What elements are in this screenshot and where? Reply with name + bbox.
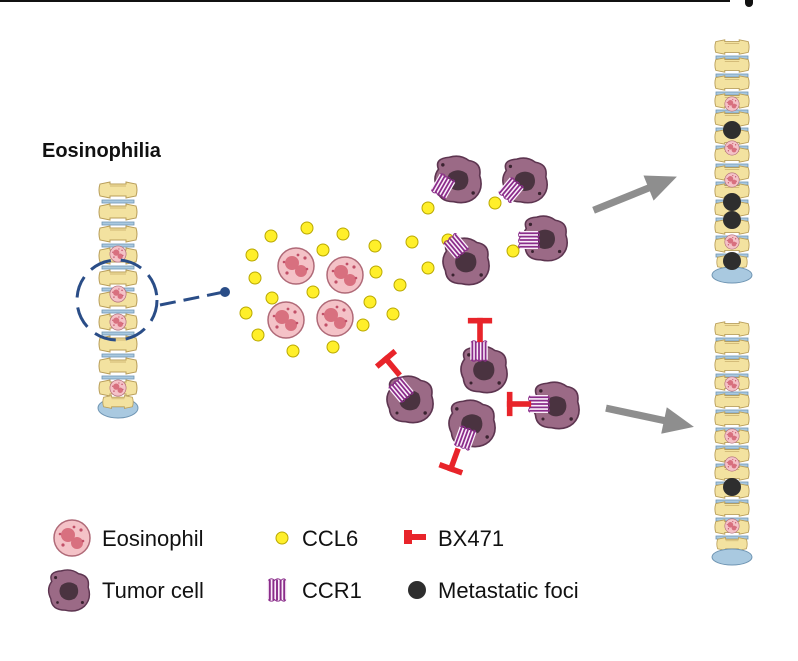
- legend-ccr1-icon: [267, 578, 287, 602]
- legend-label-ccl6: CCL6: [302, 526, 359, 551]
- legend-bx471-icon: [404, 530, 426, 544]
- legend-tumor-cell-icon: [47, 569, 91, 612]
- legend-ccl6-icon: [275, 531, 289, 545]
- legend-label-tumor-cell: Tumor cell: [102, 578, 204, 603]
- ccl6-cloud: [239, 196, 520, 358]
- legend: [47, 519, 426, 612]
- legend-label-eosinophil: Eosinophil: [102, 526, 204, 551]
- diagram-title: Eosinophilia: [42, 140, 161, 162]
- zoom-callout: [75, 258, 230, 342]
- top-border-line: [0, 0, 730, 2]
- upper-right-spine: [711, 39, 753, 284]
- migrating-tumor-cells: [429, 155, 569, 286]
- arrow-to-upper-spine: [588, 164, 682, 223]
- legend-label-metastatic-foci: Metastatic foci: [438, 578, 579, 603]
- legend-label-bx471: BX471: [438, 526, 505, 551]
- left-spine: [97, 181, 139, 419]
- corner-mark: [745, 0, 753, 7]
- legend-eosinophil-icon: [53, 519, 91, 557]
- arrow-to-lower-spine: [603, 395, 697, 440]
- lower-right-spine: [711, 321, 753, 566]
- inhibited-tumor-cells: [374, 317, 580, 476]
- legend-label-ccr1: CCR1: [302, 578, 362, 603]
- legend-metastatic-foci-icon: [408, 581, 426, 599]
